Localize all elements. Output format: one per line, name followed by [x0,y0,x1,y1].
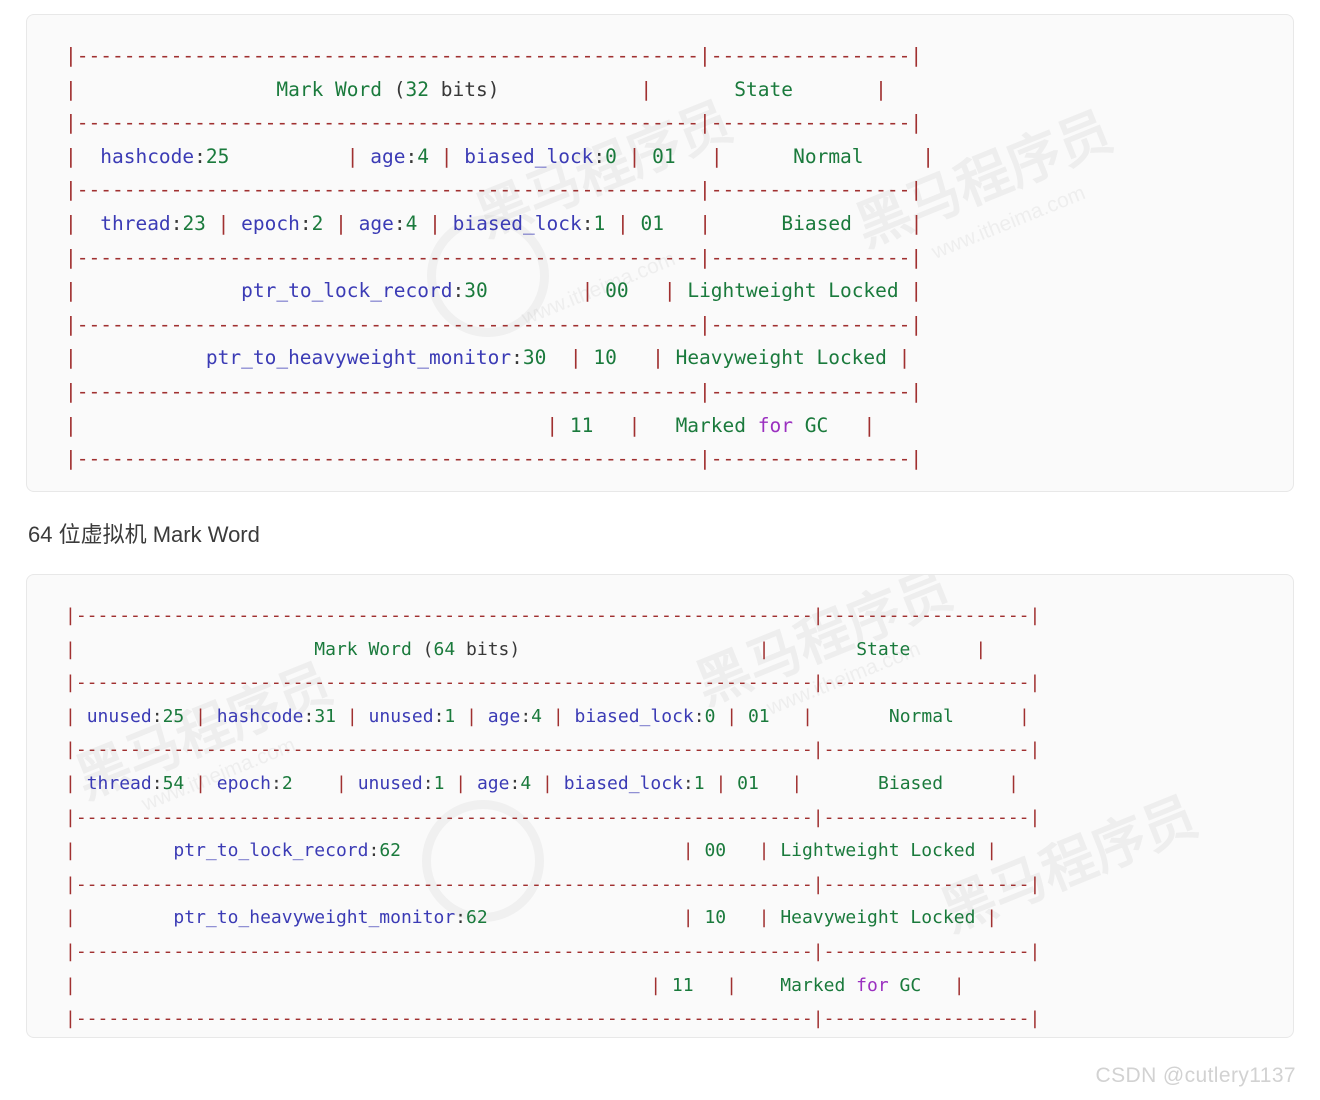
csdn-watermark: CSDN @cutlery1137 [1095,1064,1296,1087]
code-block-mark-word-32: 黑马程序员 www.itheima.com 黑马程序员 www.itheima.… [26,14,1294,492]
code-text-32: |---------------------------------------… [65,44,934,471]
section-heading-64bit: 64 位虚拟机 Mark Word [28,522,260,547]
code-block-mark-word-64: 黑马程序员 www.itheima.com 黑马程序员 www.itheima.… [26,574,1294,1038]
code-text-64: |---------------------------------------… [65,605,1041,1030]
